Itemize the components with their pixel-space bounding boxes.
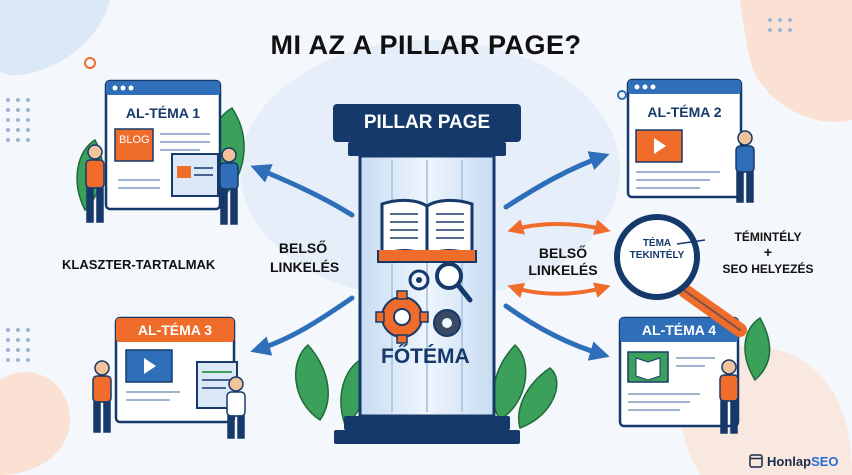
person-figures (85, 130, 755, 439)
subtopic-2-label: AL-TÉMA 2 (647, 104, 722, 120)
window-subtopic-2 (626, 78, 743, 199)
window-subtopic-4 (618, 316, 740, 428)
main-topic-label: FŐTÉMA (381, 345, 470, 368)
magnifier-text-line1: TÉMA (642, 238, 672, 249)
gear-icon (375, 290, 429, 344)
brand-name-part1: Honlap (767, 453, 812, 469)
window-subtopic-1 (104, 79, 222, 211)
window-subtopic-3 (114, 316, 238, 424)
benefit-seo-ranking: SEO HELYEZÉS (722, 262, 814, 276)
arrows-to-subtopics (250, 151, 610, 361)
internal-link-arrows (507, 219, 611, 299)
cluster-content-label: KLASZTER-TARTALMAK (62, 257, 216, 272)
internal-linking-right-line2: LINKELÉS (528, 262, 598, 278)
subtopic-1-label: AL-TÉMA 1 (125, 105, 201, 121)
page-title: MI AZ A PILLAR PAGE? (270, 30, 582, 60)
subtopic-3-label: AL-TÉMA 3 (137, 322, 213, 338)
magnifier-text-line2: TEKINTÉLY (629, 250, 685, 261)
dot-pattern (6, 18, 792, 362)
magnifier-icon (614, 214, 747, 337)
small-gear-icon (408, 269, 461, 337)
internal-linking-left-line1: BELSŐ (278, 240, 328, 256)
internal-linking-left-line2: LINKELÉS (270, 259, 340, 275)
magnifier-small-icon (435, 262, 473, 303)
subtopic-4-label: AL-TÉMA 4 (641, 322, 717, 338)
benefit-topic-authority: TÉMINTÉLY (734, 230, 802, 244)
brand-name-part2: SEO (811, 453, 839, 469)
benefit-plus: + (763, 244, 773, 260)
open-book-icon (377, 198, 477, 263)
pillar-page-header: PILLAR PAGE (333, 104, 521, 142)
pillar-column (334, 142, 520, 444)
brand-window-icon (749, 454, 763, 468)
blog-tag: BLOG (119, 134, 150, 146)
internal-linking-right-line1: BELSŐ (538, 245, 588, 261)
